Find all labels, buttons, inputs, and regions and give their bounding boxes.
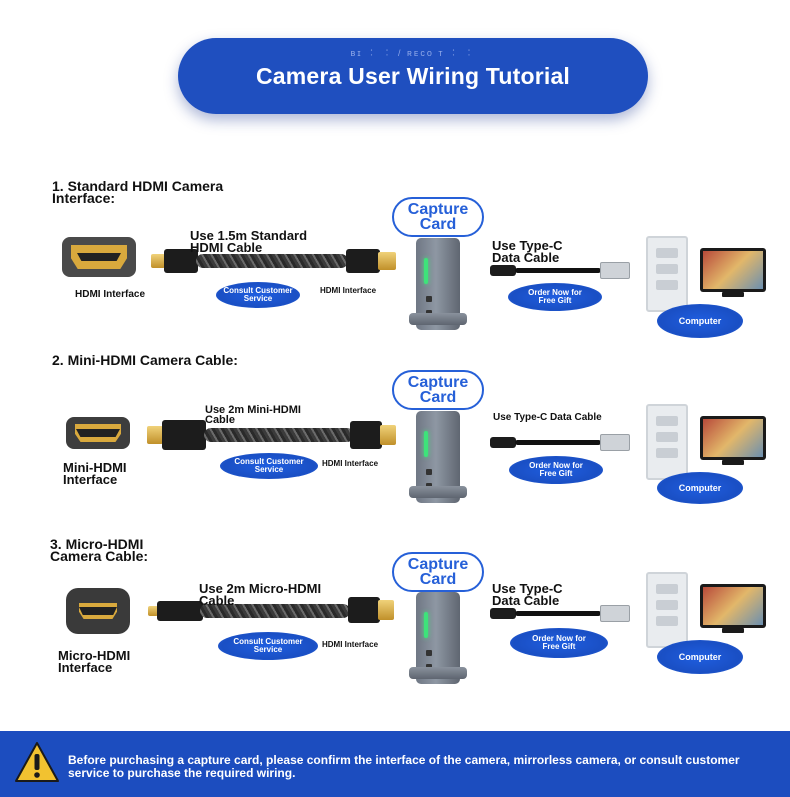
hdmi-plug-right — [348, 597, 380, 623]
mini-hdmi-plug — [162, 420, 206, 450]
hdmi-plug-left — [164, 249, 198, 273]
port-label: HDMI Interface — [75, 289, 146, 300]
usb-cable-label: Use Type-C Data Cable — [493, 412, 602, 423]
micro-hdmi-cable — [200, 604, 350, 618]
hdmi-end-label: HDMI Interface — [320, 286, 377, 295]
cable-label: Use 2m Mini-HDMI Cable — [205, 404, 301, 426]
micro-hdmi-plug — [157, 601, 203, 621]
warning-icon — [15, 742, 59, 782]
micro-hdmi-port-icon — [66, 588, 130, 634]
computer-monitor — [700, 416, 766, 460]
footer-notice-bar: Before purchasing a capture card, please… — [0, 731, 790, 797]
port-label: Micro-HDMI Interface — [58, 648, 131, 675]
consult-service-badge[interactable]: Consult Customer Service — [216, 282, 300, 308]
capture-card-badge: Capture Card — [392, 370, 484, 410]
cable-label: Use 1.5m Standard HDMI Cable — [190, 228, 308, 255]
hdmi-end-label: HDMI Interface — [322, 640, 379, 649]
hdmi-port-icon — [62, 237, 136, 277]
mini-hdmi-cable — [204, 428, 354, 442]
computer-tower — [646, 236, 688, 312]
section-heading-mini-hdmi: 2. Mini-HDMI Camera Cable: — [52, 352, 238, 368]
usb-cable-label: Use Type-C Data Cable — [492, 238, 563, 265]
capture-card-badge: Capture Card — [392, 552, 484, 592]
hdmi-plug-right — [346, 249, 380, 273]
order-now-badge[interactable]: Order Now for Free Gift — [509, 456, 603, 484]
computer-badge: Computer — [657, 472, 743, 504]
cable-label: Use 2m Micro-HDMI Cable — [199, 581, 322, 608]
computer-monitor — [700, 248, 766, 292]
hdmi-end-label: HDMI Interface — [322, 459, 379, 468]
order-now-badge[interactable]: Order Now for Free Gift — [508, 283, 602, 311]
computer-tower — [646, 404, 688, 480]
port-label: Mini-HDMI Interface — [63, 460, 127, 487]
consult-service-badge[interactable]: Consult Customer Service — [220, 453, 318, 479]
page-title: Camera User Wiring Tutorial — [255, 62, 571, 89]
usb-cable — [515, 268, 601, 273]
usb-cable — [515, 611, 601, 616]
hdmi-plug-right — [350, 421, 382, 449]
consult-service-badge[interactable]: Consult Customer Service — [218, 632, 318, 660]
computer-monitor — [700, 584, 766, 628]
hdmi-cable — [196, 254, 348, 268]
title-subtitle: ʙɪ ︰ ︰ / ʀᴇᴄᴏ ᴛ ︰ ︰ — [350, 48, 476, 58]
computer-tower — [646, 572, 688, 648]
capture-card-badge: Capture Card — [392, 197, 484, 237]
section-heading-micro-hdmi: 3. Micro-HDMI Camera Cable: — [50, 536, 149, 564]
footer-notice-text: Before purchasing a capture card, please… — [68, 753, 740, 780]
section-heading-standard-hdmi: 1. Standard HDMI Camera Interface: — [52, 178, 224, 206]
usb-cable-label: Use Type-C Data Cable — [492, 581, 563, 608]
mini-hdmi-port-icon — [66, 417, 130, 449]
order-now-badge[interactable]: Order Now for Free Gift — [510, 628, 608, 658]
usb-cable — [515, 440, 601, 445]
title-banner: ʙɪ ︰ ︰ / ʀᴇᴄᴏ ᴛ ︰ ︰ Camera User Wiring T… — [178, 38, 648, 114]
computer-badge: Computer — [657, 304, 743, 338]
computer-badge: Computer — [657, 640, 743, 674]
